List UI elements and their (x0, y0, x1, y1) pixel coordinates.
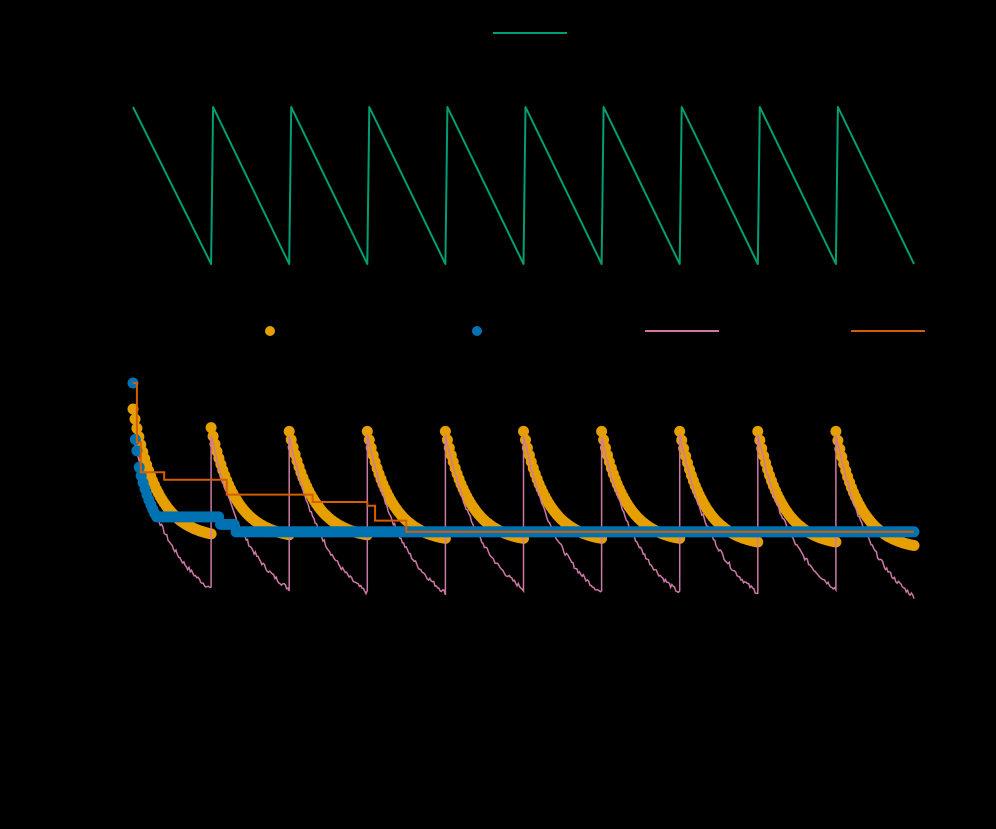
vermillion-step-line (133, 382, 914, 533)
legend-swatch-orange-markers (265, 326, 275, 336)
sawtooth-line (132, 106, 915, 265)
legend-swatch-blue-markers (472, 326, 482, 336)
top-panel (132, 32, 915, 265)
bottom-legend (265, 326, 925, 336)
pink-line-series (132, 434, 915, 599)
bottom-panel (127, 326, 925, 599)
